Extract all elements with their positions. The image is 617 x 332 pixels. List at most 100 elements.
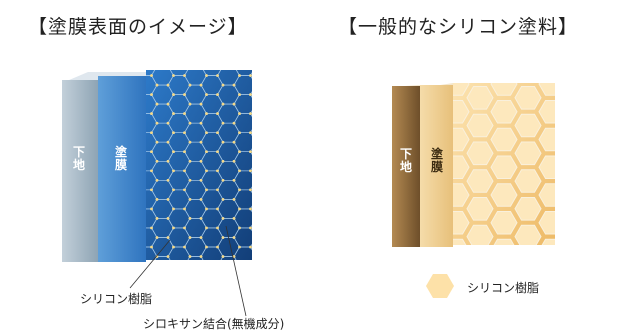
network-node bbox=[266, 141, 269, 144]
network-node bbox=[150, 226, 153, 230]
network-node bbox=[155, 83, 159, 87]
network-node bbox=[150, 131, 153, 134]
network-node bbox=[166, 83, 170, 87]
network-node bbox=[221, 121, 225, 125]
resin-callout-label: シリコン樹脂 bbox=[80, 292, 153, 306]
network-node bbox=[266, 103, 269, 106]
network-node bbox=[200, 293, 203, 296]
network-node bbox=[205, 55, 208, 58]
network-node bbox=[249, 265, 252, 268]
network-node bbox=[166, 179, 170, 182]
network-node bbox=[249, 245, 252, 249]
network-node bbox=[238, 55, 241, 58]
resin-hexagon bbox=[466, 113, 494, 138]
network-node bbox=[221, 198, 225, 201]
network-node bbox=[232, 83, 236, 87]
left-substrate-layer bbox=[62, 80, 98, 262]
network-cell bbox=[251, 257, 273, 276]
network-node bbox=[255, 160, 258, 163]
network-cell bbox=[251, 276, 273, 295]
network-node bbox=[139, 265, 142, 268]
network-node bbox=[222, 274, 225, 277]
network-node bbox=[216, 245, 219, 249]
left-film-label: 塗膜 bbox=[114, 145, 127, 172]
resin-hexagon bbox=[467, 253, 493, 276]
network-node bbox=[189, 65, 192, 68]
network-node bbox=[183, 131, 186, 134]
network-node bbox=[150, 112, 153, 115]
legend-hexagon-icon bbox=[426, 274, 454, 298]
network-node bbox=[205, 207, 208, 211]
network-node bbox=[205, 265, 208, 268]
network-node bbox=[255, 65, 258, 68]
network-node bbox=[199, 121, 203, 125]
network-node bbox=[271, 170, 274, 173]
network-cell bbox=[152, 276, 174, 295]
network-node bbox=[183, 93, 186, 96]
network-node bbox=[155, 121, 159, 125]
network-node bbox=[172, 74, 175, 77]
network-node bbox=[232, 102, 236, 106]
network-node bbox=[183, 74, 186, 77]
network-node bbox=[155, 236, 159, 239]
network-node bbox=[200, 65, 203, 68]
network-node bbox=[233, 293, 236, 296]
resin-hexagon bbox=[490, 100, 518, 124]
network-node bbox=[189, 274, 192, 277]
network-node bbox=[221, 179, 225, 182]
network-node bbox=[255, 160, 258, 163]
network-node bbox=[150, 93, 153, 96]
network-node bbox=[255, 198, 258, 201]
network-node bbox=[238, 207, 241, 211]
network-node bbox=[166, 217, 170, 220]
network-node bbox=[271, 112, 274, 115]
network-node bbox=[166, 102, 170, 106]
network-node bbox=[271, 150, 274, 153]
resin-hexagon bbox=[538, 83, 555, 96]
network-node bbox=[199, 198, 203, 201]
network-node bbox=[271, 189, 274, 192]
network-node bbox=[238, 74, 241, 77]
network-node bbox=[183, 226, 186, 230]
network-node bbox=[266, 236, 269, 239]
network-cell bbox=[250, 72, 252, 79]
network-node bbox=[189, 274, 192, 277]
network-node bbox=[233, 65, 236, 68]
network-node bbox=[255, 293, 258, 296]
network-node bbox=[150, 265, 153, 268]
network-node bbox=[266, 198, 269, 201]
network-node bbox=[183, 265, 186, 268]
network-node bbox=[232, 255, 236, 258]
network-node bbox=[188, 255, 192, 258]
network-node bbox=[150, 207, 153, 211]
network-node bbox=[266, 274, 269, 277]
network-node bbox=[232, 179, 236, 182]
resin-hexagon bbox=[466, 141, 494, 166]
network-node bbox=[150, 265, 153, 268]
network-node bbox=[266, 255, 269, 258]
network-node bbox=[266, 293, 269, 296]
network-cell bbox=[250, 91, 252, 98]
network-node bbox=[238, 226, 241, 230]
network-node bbox=[183, 112, 186, 115]
resin-hexagon bbox=[453, 211, 470, 235]
resin-hexagon bbox=[453, 238, 467, 245]
right-film-label: 塗膜 bbox=[430, 147, 443, 174]
network-node bbox=[172, 131, 175, 134]
network-node bbox=[255, 122, 258, 125]
network-node bbox=[266, 217, 269, 220]
network-cell bbox=[250, 129, 252, 136]
network-node bbox=[200, 65, 203, 68]
network-node bbox=[238, 131, 241, 134]
network-node bbox=[183, 169, 186, 173]
network-node bbox=[172, 265, 175, 268]
network-node bbox=[156, 293, 159, 296]
right-block bbox=[392, 83, 555, 276]
network-node bbox=[255, 274, 258, 277]
network-node bbox=[155, 140, 159, 144]
network-node bbox=[134, 65, 137, 68]
network-node bbox=[249, 150, 252, 153]
left-film-layer bbox=[98, 76, 146, 262]
network-node bbox=[216, 207, 219, 211]
